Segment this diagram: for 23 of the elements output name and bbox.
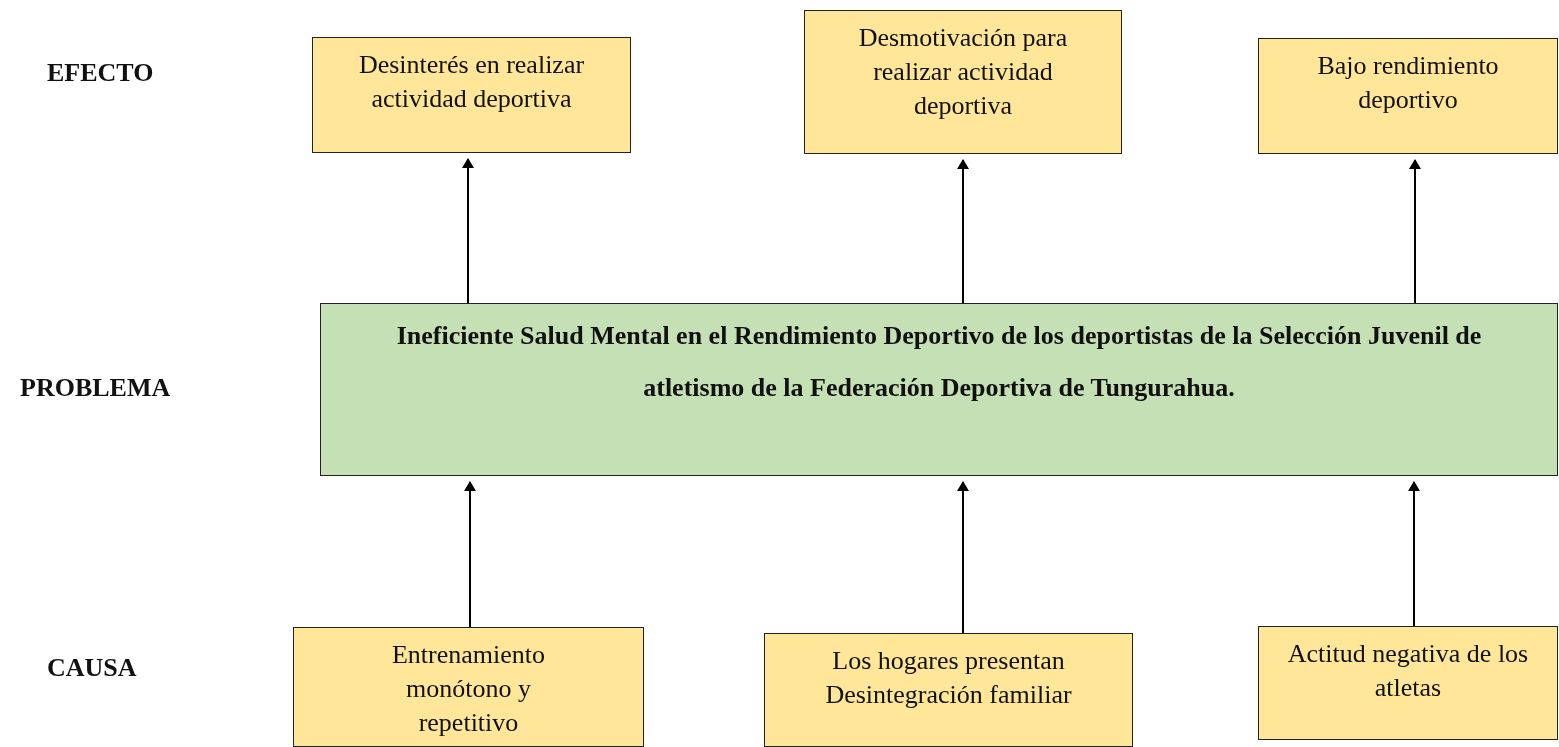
cause-box xyxy=(1258,626,1558,740)
arrow xyxy=(462,158,474,304)
box-text: Actitud negativa de los atletas xyxy=(1286,638,1530,704)
effect-box xyxy=(804,10,1122,154)
arrow xyxy=(1408,481,1420,627)
problem-box xyxy=(320,303,1558,476)
row-label: EFECTO xyxy=(47,58,154,88)
box-text: Desmotivación para realizar actividad deportiva xyxy=(857,22,1069,122)
box-text: Desinterés en realizar actividad deportiva xyxy=(357,49,586,115)
effect-box xyxy=(1258,38,1558,154)
box-text: Ineficiente Salud Mental en el Rendimiento Deportivo de los deportistas de la Selección Juvenil de atletismo de la Federación Deportiva de Tungurahua. xyxy=(395,320,1483,404)
arrow xyxy=(957,481,969,634)
arrow xyxy=(957,159,969,304)
arrow xyxy=(464,481,476,628)
cause-box xyxy=(293,627,644,747)
box-text: Bajo rendimiento deportivo xyxy=(1316,50,1500,116)
box-text: Entrenamiento monótono y repetitivo xyxy=(390,639,547,739)
cause-box xyxy=(764,633,1133,747)
row-label: PROBLEMA xyxy=(20,373,171,403)
arrow xyxy=(1409,159,1421,304)
effect-box xyxy=(312,37,631,153)
row-label: CAUSA xyxy=(47,653,137,683)
box-text: Los hogares presentan Desintegración familiar xyxy=(824,645,1073,711)
